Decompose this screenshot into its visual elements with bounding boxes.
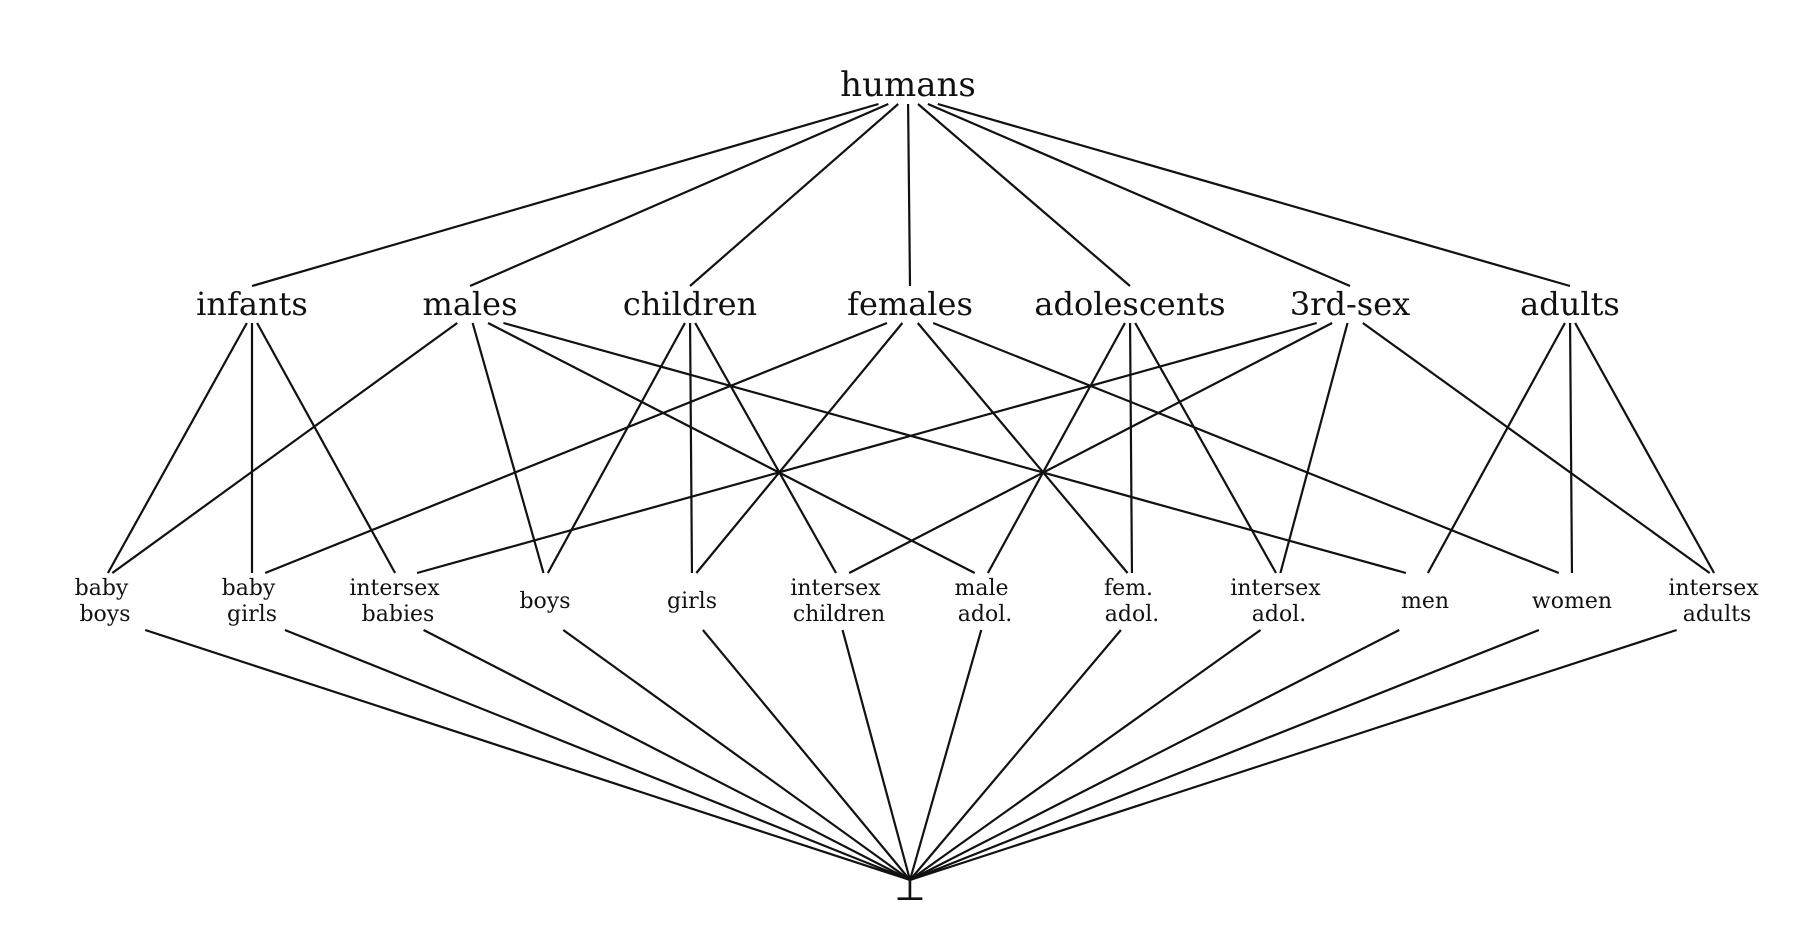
- edge-children-girls: [688, 322, 694, 574]
- edge-males-baby-boys: [111, 322, 458, 574]
- edge-humans-infants: [251, 102, 879, 288]
- edge-male-adol-bottom: [908, 629, 983, 881]
- node-intersex-children: intersex children: [790, 576, 887, 627]
- edge-children-boys: [546, 322, 686, 574]
- edge-intersex-children-bottom: [841, 629, 912, 881]
- edge-adolescents-male-adol: [986, 322, 1126, 574]
- edge-females-baby-girls: [264, 321, 888, 575]
- edge-adults-intersex-adults: [1574, 322, 1716, 574]
- edge-females-fem-adol: [916, 322, 1129, 574]
- labels: humans infants males children females ad…: [75, 65, 1765, 909]
- node-intersex-adol: intersex adol.: [1230, 576, 1327, 627]
- node-adolescents: adolescents: [1034, 285, 1225, 323]
- node-fem-adol: fem. adol.: [1104, 576, 1160, 627]
- node-male-adol: male adol.: [954, 576, 1015, 627]
- edge-3rd-sex-intersex-babies: [416, 321, 1317, 575]
- edge-females-women: [932, 321, 1560, 575]
- node-children: children: [623, 285, 757, 323]
- edge-humans-adolescents: [917, 103, 1131, 287]
- edge-humans-females: [906, 103, 912, 287]
- edge-infants-baby-boys: [106, 322, 248, 574]
- node-women: women: [1532, 589, 1612, 614]
- edge-humans-3rd-sex: [927, 102, 1351, 288]
- node-baby-boys: baby boys: [75, 576, 136, 627]
- edge-humans-males: [469, 102, 889, 288]
- edge-adults-men: [1426, 322, 1566, 574]
- edge-females-girls: [695, 322, 904, 574]
- node-infants: infants: [196, 285, 308, 323]
- node-adults: adults: [1520, 285, 1620, 323]
- edge-infants-intersex-babies: [256, 322, 397, 574]
- edge-males-boys: [471, 322, 545, 574]
- node-intersex-babies: intersex babies: [349, 576, 446, 627]
- edge-adolescents-fem-adol: [1128, 322, 1134, 574]
- node-humans: humans: [840, 65, 976, 105]
- edge-3rd-sex-intersex-adults: [1362, 322, 1711, 574]
- edge-adults-women: [1568, 322, 1574, 574]
- node-3rd-sex: 3rd-sex: [1290, 285, 1410, 323]
- node-bottom: ⊥: [894, 869, 926, 909]
- edge-women-bottom: [909, 628, 1540, 882]
- edge-intersex-babies-bottom: [423, 629, 911, 881]
- edge-humans-adults: [937, 102, 1571, 288]
- edge-3rd-sex-intersex-adol: [1279, 322, 1349, 574]
- node-females: females: [847, 285, 973, 323]
- node-girls: girls: [667, 589, 717, 614]
- edge-males-men: [503, 321, 1407, 575]
- edge-fem-adol-bottom: [909, 629, 1122, 881]
- edge-intersex-adults-bottom: [909, 628, 1677, 882]
- edge-children-intersex-children: [694, 322, 837, 574]
- edge-baby-girls-bottom: [284, 628, 911, 882]
- edge-adolescents-intersex-adol: [1134, 322, 1277, 574]
- edge-humans-children: [689, 103, 899, 287]
- edge-boys-bottom: [562, 629, 911, 881]
- edge-girls-bottom: [702, 629, 911, 881]
- edge-males-male-adol: [487, 322, 976, 574]
- node-baby-girls: baby girls: [222, 576, 283, 627]
- edges: [106, 102, 1716, 882]
- node-boys: boys: [519, 589, 570, 614]
- node-males: males: [422, 285, 517, 323]
- edge-men-bottom: [909, 629, 1400, 881]
- edge-baby-boys-bottom: [144, 628, 911, 882]
- edge-3rd-sex-intersex-children: [848, 322, 1333, 574]
- node-intersex-adults: intersex adults: [1668, 576, 1765, 627]
- edge-intersex-adol-bottom: [909, 629, 1262, 881]
- node-men: men: [1401, 589, 1449, 614]
